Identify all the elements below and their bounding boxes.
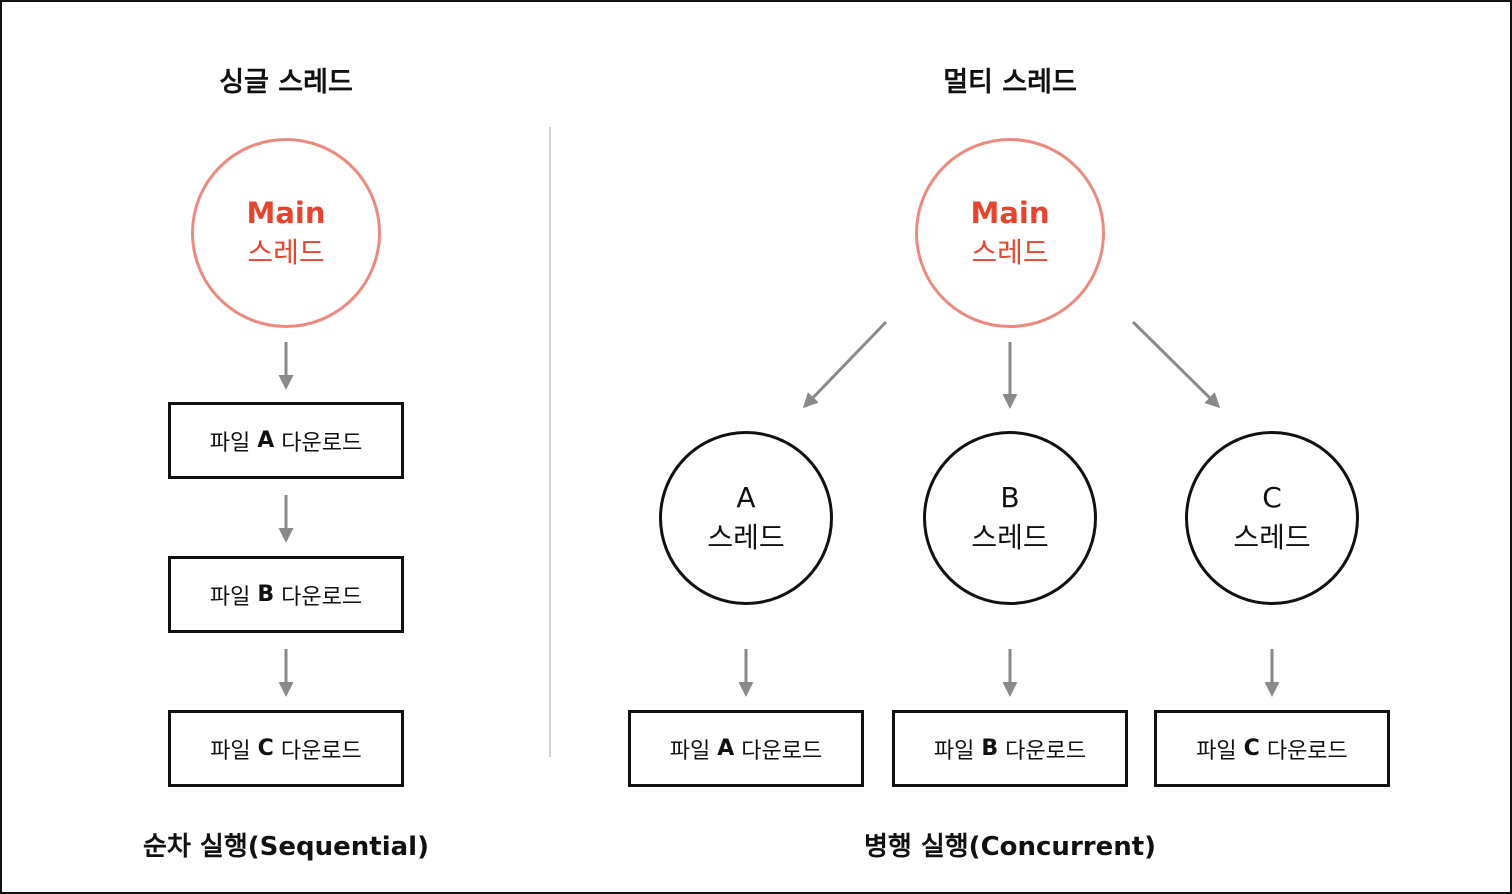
thread-a-name: A [736, 481, 756, 514]
file-label: 파일 [210, 738, 251, 764]
multi-file-c-box: 파일 C 다운로드 [1154, 710, 1390, 787]
file-letter: A [257, 428, 275, 453]
multi-main-thread-label: 스레드 [971, 236, 1049, 269]
download-label: 다운로드 [281, 430, 363, 456]
file-letter: C [1243, 736, 1260, 761]
single-main-thread-node: Main 스레드 [191, 138, 381, 328]
download-label: 다운로드 [1266, 738, 1348, 764]
download-label: 다운로드 [741, 738, 823, 764]
file-letter: B [981, 736, 999, 761]
single-main-thread-label: 스레드 [247, 236, 325, 269]
multi-main-thread-name: Main [970, 196, 1050, 230]
single-file-c-box: 파일 C 다운로드 [168, 710, 404, 787]
file-letter: A [717, 736, 735, 761]
multi-thread-caption: 병행 실행(Concurrent) [863, 832, 1157, 862]
download-label: 다운로드 [281, 584, 363, 610]
arrow-main-to-thread-a [802, 320, 888, 409]
file-letter: B [257, 582, 275, 607]
section-divider [549, 127, 551, 757]
thread-b-node: B 스레드 [923, 431, 1097, 605]
thread-a-label: 스레드 [707, 521, 785, 554]
thread-b-name: B [1000, 481, 1020, 514]
single-file-a-box: 파일 A 다운로드 [168, 402, 404, 479]
file-label: 파일 [209, 430, 251, 456]
single-file-b-box: 파일 B 다운로드 [168, 556, 404, 633]
multi-main-thread-node: Main 스레드 [915, 138, 1105, 328]
file-label: 파일 [1196, 738, 1237, 764]
file-label: 파일 [669, 738, 711, 764]
thread-c-name: C [1262, 481, 1282, 514]
single-main-thread-name: Main [246, 196, 326, 230]
single-thread-title: 싱글 스레드 [219, 67, 353, 98]
thread-c-node: C 스레드 [1185, 431, 1359, 605]
thread-c-label: 스레드 [1233, 521, 1311, 554]
multi-thread-title: 멀티 스레드 [943, 67, 1077, 98]
multi-file-a-box: 파일 A 다운로드 [628, 710, 864, 787]
file-label: 파일 [209, 584, 251, 610]
file-letter: C [257, 736, 274, 761]
arrow-main-to-thread-c [1131, 320, 1221, 409]
thread-b-label: 스레드 [971, 521, 1049, 554]
file-label: 파일 [933, 738, 975, 764]
download-label: 다운로드 [1005, 738, 1087, 764]
download-label: 다운로드 [280, 738, 362, 764]
multi-file-b-box: 파일 B 다운로드 [892, 710, 1128, 787]
single-thread-caption: 순차 실행(Sequential) [143, 832, 429, 862]
thread-a-node: A 스레드 [659, 431, 833, 605]
